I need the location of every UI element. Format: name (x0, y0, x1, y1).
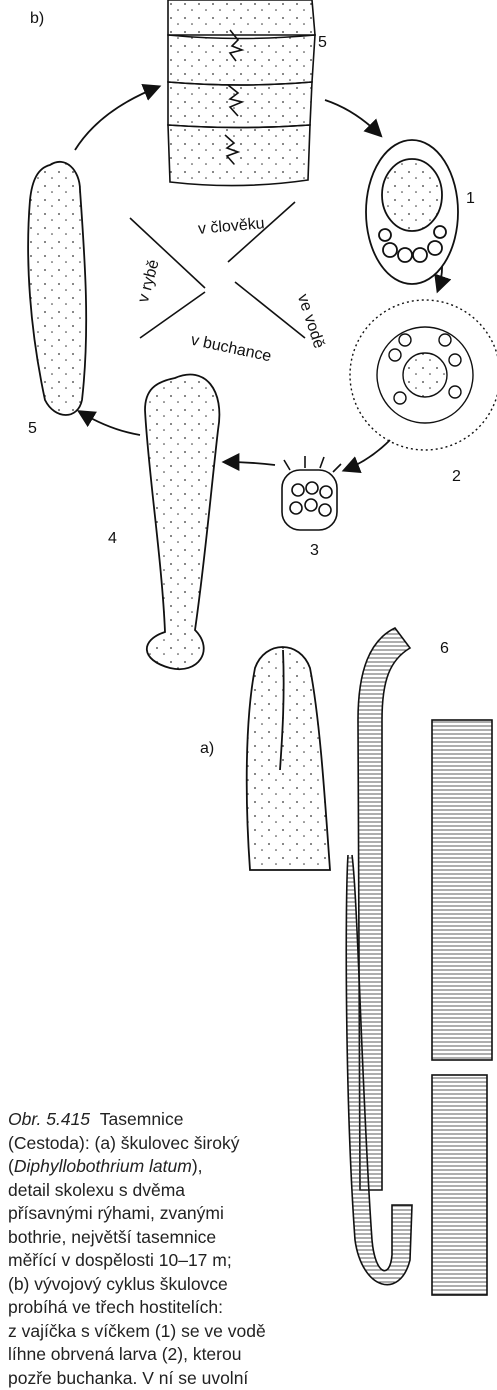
panel-a-label: a) (200, 740, 214, 758)
stage-6-label-strobila: 6 (440, 640, 449, 658)
stage-1-label: 1 (466, 190, 475, 208)
stage-2-label: 2 (452, 468, 461, 486)
stage-4-label: 4 (108, 530, 117, 548)
caption-line-12: pozře buchanka. V ní se uvolní (8, 1367, 308, 1390)
stage-3-label: 3 (310, 542, 319, 560)
caption-line-4: detail skolexu s dvěma (8, 1179, 308, 1203)
egg-stage-1 (366, 140, 458, 284)
adult-tapeworm-strobila (346, 628, 492, 1295)
proglottid-segments (168, 0, 315, 186)
caption-title: Tasemnice (100, 1109, 184, 1129)
caption-line-10: z vajíčka s víčkem (1) se ve vodě (8, 1320, 308, 1344)
plerocercoid-stage-4 (145, 375, 219, 670)
caption-line-9: probíhá ve třech hostitelích: (8, 1296, 308, 1320)
procercoid-stage-3 (282, 456, 341, 530)
caption-line-8: (b) vývojový cyklus škulovce (8, 1273, 308, 1297)
figure-caption: Obr. 5.415 Tasemnice (Cestoda): (a) škul… (8, 1108, 308, 1390)
plerocercoid-stage-5 (28, 162, 86, 415)
caption-species: Diphyllobothrium latum (14, 1156, 192, 1176)
caption-line-2: (Cestoda): (a) škulovec široký (8, 1132, 308, 1156)
panel-b-label: b) (30, 10, 44, 28)
caption-line-7: měřící v dospělosti 10–17 m; (8, 1249, 308, 1273)
caption-line-5: přísavnými rýhami, zvanými (8, 1202, 308, 1226)
coracidium-stage-2 (350, 300, 497, 450)
scolex-detail (247, 647, 330, 870)
figure-number: Obr. 5.415 (8, 1109, 90, 1129)
stage-5-label: 5 (28, 420, 37, 438)
caption-line-6: bothrie, největší tasemnice (8, 1226, 308, 1250)
stage-6-label-top: 5 (318, 34, 327, 52)
caption-line-11: líhne obrvená larva (2), kterou (8, 1343, 308, 1367)
